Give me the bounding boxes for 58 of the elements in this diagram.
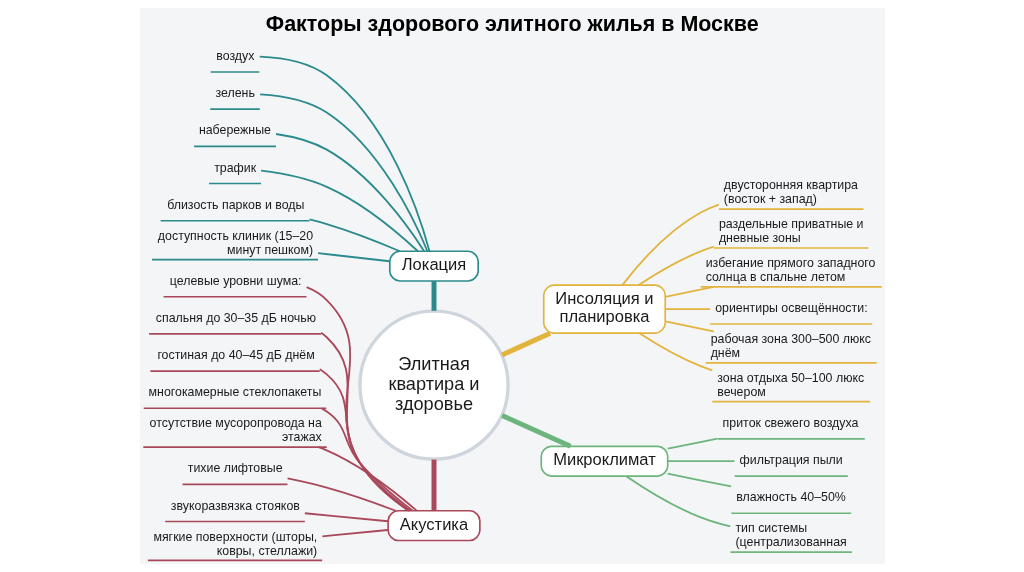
node-text: раздельные приватные и дневные зоны: [718, 217, 864, 246]
connector: [258, 93, 428, 253]
node-text: набережные: [198, 123, 271, 138]
connector: [666, 437, 718, 450]
connector: [664, 285, 715, 298]
connector: [638, 332, 713, 372]
connector: [316, 252, 390, 263]
diagram-title: Факторы здорового элитного жилья в Москве: [265, 12, 759, 37]
node-text: фильтрация пыли: [739, 453, 843, 468]
connector: [637, 245, 715, 286]
connector: [258, 55, 430, 252]
node-box: Микроклимат: [539, 445, 668, 477]
node-text: тихие лифтовые: [187, 461, 283, 476]
connector: [318, 368, 411, 512]
node-text: избегание прямого западного солнца в спальне летом: [705, 256, 875, 285]
connector: [305, 286, 409, 512]
connector: [303, 512, 389, 523]
connector: [431, 459, 436, 511]
node-box: Инсоляция и планировка: [542, 284, 666, 334]
connector: [666, 460, 735, 463]
node-text: ориентиры освещённости:: [714, 301, 868, 316]
node-text: влажность 40–50%: [735, 490, 846, 505]
node-text: целевые уровни шума:: [169, 273, 302, 288]
node-text: спальня до 30–35 дБ ночью: [155, 310, 316, 325]
node-text: отсутствие мусоропровода на этажах: [149, 416, 322, 445]
node-text: близость парков и воды: [166, 197, 304, 212]
connector: [500, 413, 571, 449]
connector: [259, 169, 419, 252]
connector: [624, 475, 731, 528]
connector: [274, 133, 425, 253]
node-box: Акустика: [386, 509, 481, 542]
connector: [317, 446, 417, 512]
node-text: мягкие поверхности (шторы, ковры, стеллажи): [152, 529, 317, 558]
node-box: Локация: [388, 250, 479, 282]
node-text: звукоразвязка стояков: [170, 498, 300, 513]
node-text: рабочая зона 300–500 люкс днём: [710, 332, 871, 361]
node-text: многокамерные стеклопакеты: [148, 385, 321, 400]
connector: [319, 331, 410, 512]
connector: [308, 218, 401, 253]
connector: [321, 529, 389, 538]
node-text: двусторонняя квартира (восток + запад): [723, 178, 858, 207]
node-text: зелень: [214, 86, 255, 101]
node-text: гостиная до 40–45 дБ днём: [156, 348, 315, 363]
node-text: доступность клиник (15–20 минут пешком): [157, 228, 313, 257]
connector: [500, 330, 551, 358]
node-circle: Элитная квартира и здоровье: [357, 309, 510, 461]
node-text: воздух: [215, 49, 254, 64]
connector: [666, 472, 732, 488]
node-text: приток свежего воздуха: [722, 415, 858, 430]
node-text: зона отдыха 50–100 люкс вечером: [716, 370, 864, 399]
node-text: тип системы (централизованная: [734, 521, 847, 550]
node-text: трафик: [213, 160, 256, 175]
connector: [320, 407, 413, 512]
connector: [664, 320, 715, 333]
connector: [664, 308, 711, 311]
connector: [431, 281, 436, 311]
connector: [620, 203, 720, 287]
connector: [286, 477, 397, 512]
